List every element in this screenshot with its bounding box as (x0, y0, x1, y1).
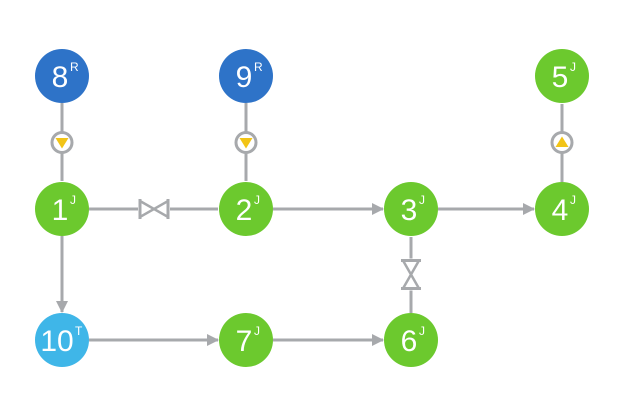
node-9-label: 9 (236, 61, 253, 94)
node-4-label: 4 (552, 194, 569, 227)
node-3-label: 3 (401, 194, 418, 227)
node-8-circle (35, 49, 89, 103)
node-1-circle (35, 182, 89, 236)
node-6-label: 6 (401, 325, 418, 358)
node-2-label: 2 (236, 194, 253, 227)
node-2-circle (219, 182, 273, 236)
node-2-type: J (254, 193, 260, 207)
node-7-label: 7 (236, 325, 253, 358)
node-8-label: 8 (52, 61, 69, 94)
node-3-type: J (419, 193, 425, 207)
node-7-type: J (254, 324, 260, 338)
node-1-type: J (70, 193, 76, 207)
node-6-type: J (419, 324, 425, 338)
devices-layer (50, 131, 574, 291)
link-4-5-pump-icon (550, 131, 574, 154)
node-6-circle (384, 313, 438, 367)
node-10-label: 10 (40, 325, 73, 358)
link-9-2-pump-icon (234, 131, 258, 154)
link-1-2-valve-icon (138, 198, 170, 220)
node-8-type: R (70, 60, 79, 74)
node-4-circle (535, 182, 589, 236)
link-8-1-pump-icon (50, 131, 74, 154)
node-3-circle (384, 182, 438, 236)
node-5-label: 5 (552, 61, 569, 94)
node-5-type: J (570, 60, 576, 74)
node-10-circle (35, 313, 89, 367)
node-5-circle (535, 49, 589, 103)
node-9-circle (219, 49, 273, 103)
link-6-3-valve-icon (400, 258, 422, 291)
node-9-type: R (254, 60, 263, 74)
node-7-circle (219, 313, 273, 367)
node-1-label: 1 (52, 194, 69, 227)
node-4-type: J (570, 193, 576, 207)
node-10-type: T (75, 324, 83, 338)
links-layer (56, 103, 564, 346)
